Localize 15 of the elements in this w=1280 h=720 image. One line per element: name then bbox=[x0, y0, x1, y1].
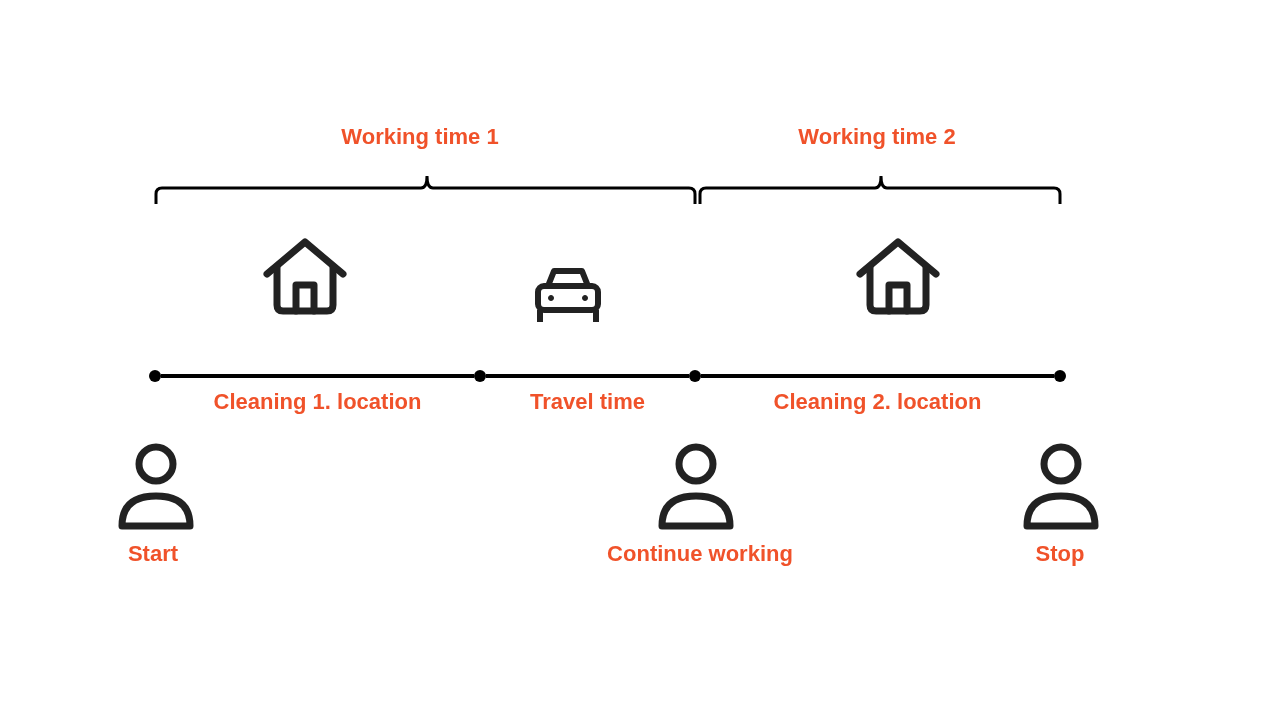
timeline-segment bbox=[161, 374, 474, 378]
timeline-dot bbox=[689, 370, 701, 382]
timeline-dot bbox=[1054, 370, 1066, 382]
edge-label: Cleaning 1. location bbox=[213, 389, 422, 415]
edge-label: Travel time bbox=[530, 389, 645, 415]
person-label: Continue working bbox=[607, 541, 793, 567]
timeline-dot bbox=[149, 370, 161, 382]
person-label: Start bbox=[127, 541, 179, 567]
bracket-label: Working time 1 bbox=[341, 124, 499, 150]
edge-label: Cleaning 2. location bbox=[773, 389, 982, 415]
bracket-label: Working time 2 bbox=[798, 124, 956, 150]
person-label: Stop bbox=[1035, 541, 1085, 567]
timeline-segment bbox=[486, 374, 689, 378]
timeline-dot bbox=[474, 370, 486, 382]
timeline-segment bbox=[701, 374, 1054, 378]
